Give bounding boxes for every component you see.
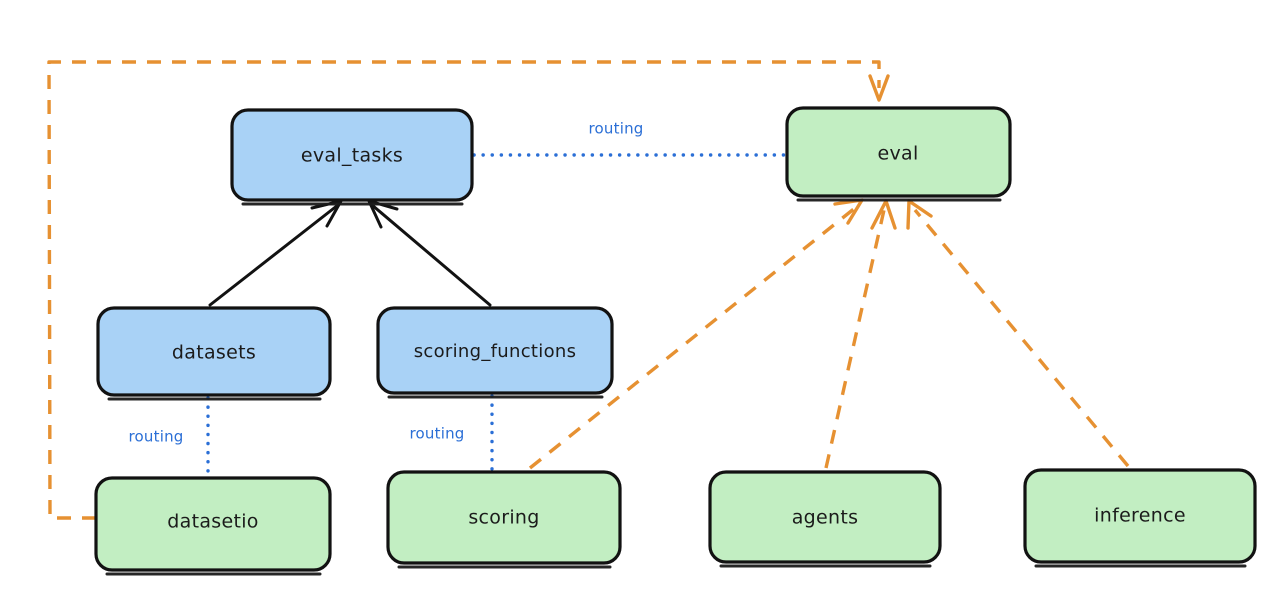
node-eval-tasks-shape[interactable] [230,108,474,202]
edge-inference-to-eval-path [913,208,1130,468]
edge-scoring-functions-to-eval-tasks [367,199,492,307]
node-inference-label: inference [1094,505,1186,527]
edge-datasetio-to-eval [47,60,890,520]
node-datasets[interactable]: datasets [96,306,332,401]
node-scoring-label: scoring [468,507,539,529]
edge-label-routing-scoring-functions: routing [410,425,465,443]
node-scoring[interactable]: scoring [386,470,622,569]
node-scoring-functions[interactable]: scoring_functions [376,306,614,399]
node-agents-shape[interactable] [708,470,942,564]
edge-label-routing-datasets: routing [129,428,184,446]
node-datasets-shape[interactable] [96,306,332,397]
node-scoring-functions-shape[interactable] [376,306,614,395]
node-inference[interactable]: inference [1023,468,1257,568]
node-eval-tasks-label: eval_tasks [301,145,403,167]
edge-scoring-functions-to-eval-tasks-path [370,203,492,307]
node-datasetio[interactable]: datasetio [94,476,332,576]
edge-labels-group: routing routing routing [129,120,644,446]
edge-scoring-to-eval-path [528,206,857,470]
node-datasetio-shape[interactable] [94,476,332,572]
node-datasetio-label: datasetio [167,511,258,533]
routing-edges-group [206,153,788,477]
edge-datasetio-to-eval-path [47,60,881,520]
edge-datasets-to-eval-tasks [208,199,343,307]
edge-datasets-to-eval-tasks-path [208,203,340,307]
node-scoring-functions-label: scoring_functions [414,341,577,362]
node-eval-label: eval [877,143,918,165]
node-inference-shape[interactable] [1023,468,1257,564]
solid-edges-group [208,199,492,307]
node-agents[interactable]: agents [708,470,942,568]
node-eval-tasks[interactable]: eval_tasks [230,108,474,206]
node-scoring-shape[interactable] [386,470,622,565]
edge-agents-to-eval-path [824,209,886,469]
node-eval[interactable]: eval [785,106,1012,202]
edge-agents-to-eval [824,199,897,469]
node-datasets-label: datasets [172,342,256,364]
node-eval-shape[interactable] [785,106,1012,198]
edge-datasetio-to-eval-arrowhead [868,74,890,102]
edge-label-routing-top: routing [589,120,644,138]
edge-inference-to-eval [906,199,1130,468]
node-agents-label: agents [792,507,859,529]
